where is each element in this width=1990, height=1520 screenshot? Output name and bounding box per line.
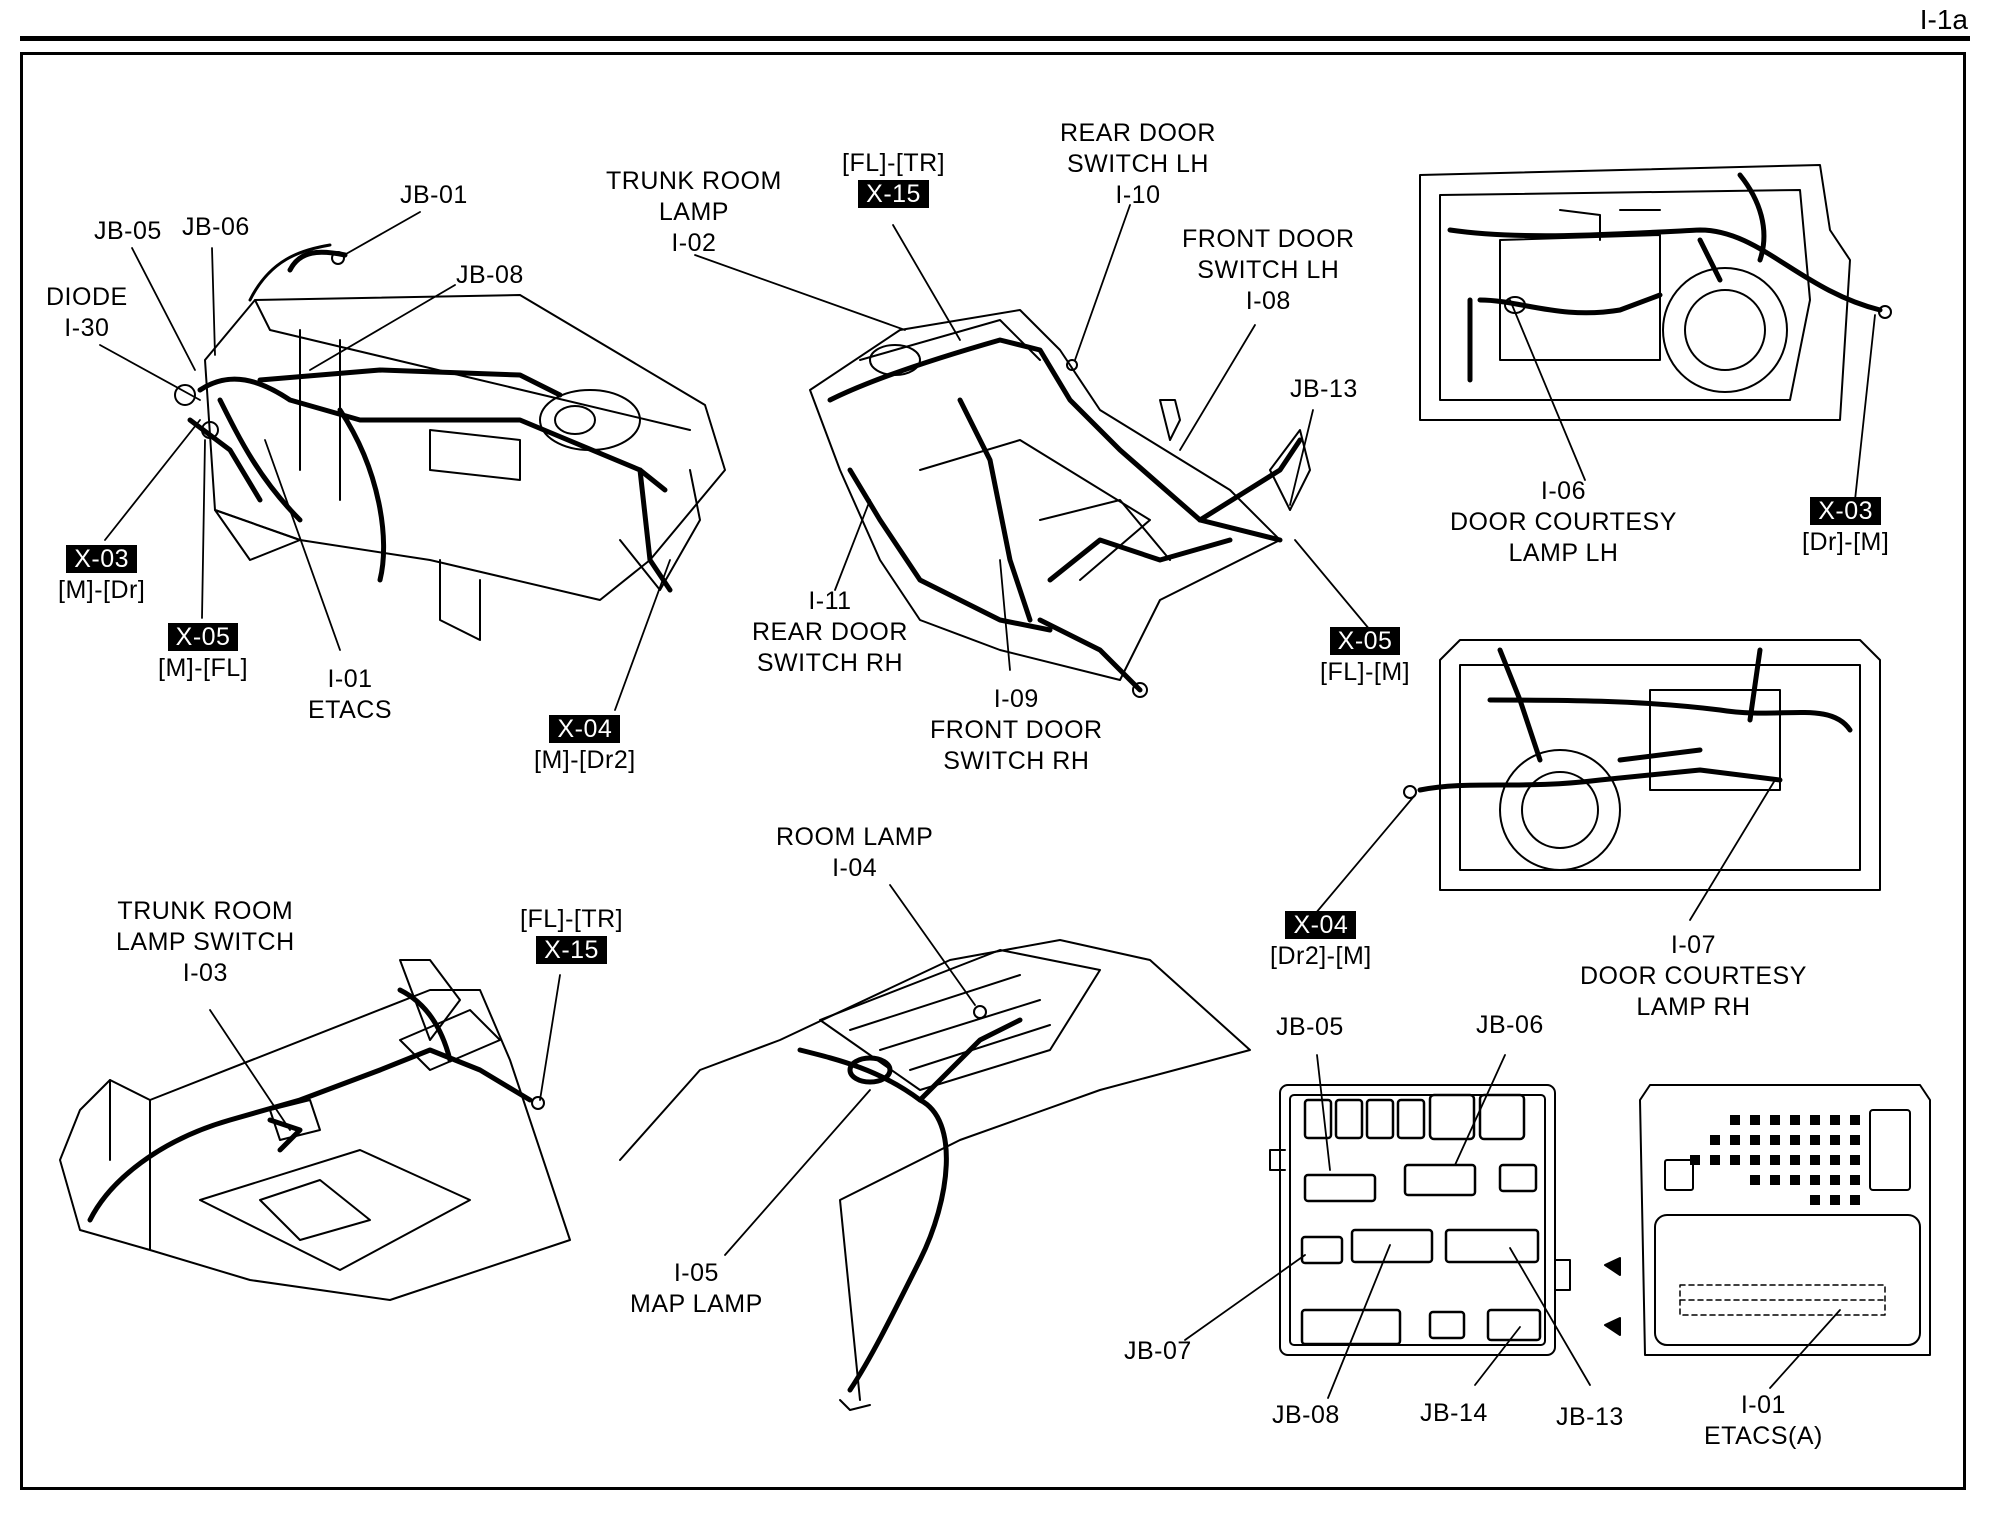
- connector-tag-x03-right: X-03: [1810, 497, 1882, 525]
- label-jb-06-top: JB-06: [182, 213, 250, 241]
- label-jb-06-box: JB-06: [1476, 1011, 1544, 1039]
- label-jb-08-top: JB-08: [456, 261, 524, 289]
- label-rdslh-line2: SWITCH LH: [1066, 150, 1209, 178]
- label-rdslh-line3: I-10: [1115, 181, 1161, 209]
- label-diode-line1: DIODE: [46, 283, 128, 311]
- label-x04-right: X-04 [Dr2]-[M]: [1270, 910, 1372, 972]
- connector-tag-x03-left: X-03: [66, 545, 138, 573]
- label-trunk-room-lamp-line3: I-02: [671, 229, 717, 257]
- label-fdslh-line1: FRONT DOOR: [1182, 225, 1355, 253]
- label-x15-top: [FL]-[TR] X-15: [842, 148, 945, 210]
- label-dclh-line2: DOOR COURTESY: [1450, 508, 1677, 536]
- leader-lines: [99, 204, 1876, 1399]
- label-dcrh-line3: LAMP RH: [1636, 993, 1751, 1021]
- roof-drawing: [619, 939, 1251, 1411]
- connector-pair-x05-right: [FL]-[M]: [1320, 658, 1411, 686]
- label-map-lamp-line2: MAP LAMP: [630, 1290, 763, 1318]
- etacs-module-drawing: [1604, 1084, 1931, 1356]
- label-front-door-switch-rh: I-09 FRONT DOOR SWITCH RH: [930, 684, 1103, 777]
- label-trls-line3: I-03: [182, 959, 228, 987]
- label-i01-etacs: I-01 ETACS: [308, 664, 392, 726]
- label-etacs-a: I-01 ETACS(A): [1704, 1390, 1823, 1452]
- connector-tag-x05-left: X-05: [167, 623, 239, 651]
- dashboard-drawing: [174, 243, 726, 641]
- label-door-courtesy-lamp-rh: I-07 DOOR COURTESY LAMP RH: [1580, 930, 1807, 1023]
- connector-pair-x15-top: [FL]-[TR]: [842, 149, 946, 177]
- label-x03-right: X-03 [Dr]-[M]: [1802, 496, 1889, 558]
- label-i01-line2: ETACS: [308, 696, 392, 724]
- label-etacs-a-line2: ETACS(A): [1704, 1422, 1823, 1450]
- label-map-lamp: I-05 MAP LAMP: [630, 1258, 763, 1320]
- label-trunk-room-lamp: TRUNK ROOM LAMP I-02: [606, 166, 782, 259]
- label-trunk-room-lamp-switch: TRUNK ROOM LAMP SWITCH I-03: [116, 896, 295, 989]
- connector-pair-x03-right: [Dr]-[M]: [1802, 528, 1890, 556]
- label-jb-05-box: JB-05: [1276, 1013, 1344, 1041]
- label-fdsrh-line3: SWITCH RH: [943, 747, 1090, 775]
- label-diode-line2: I-30: [64, 314, 110, 342]
- label-fdsrh-line1: I-09: [993, 685, 1039, 713]
- door-rh-drawing: [1403, 639, 1881, 891]
- junction-box-drawing: [1269, 1084, 1571, 1356]
- label-trunk-room-lamp-line1: TRUNK ROOM: [606, 167, 782, 195]
- trunk-drawing: [59, 959, 571, 1301]
- connector-pair-x03-left: [M]-[Dr]: [58, 576, 146, 604]
- label-dclh-line1: I-06: [1540, 477, 1586, 505]
- label-jb-05-top: JB-05: [94, 217, 162, 245]
- label-etacs-a-line1: I-01: [1740, 1391, 1786, 1419]
- connector-tag-x04-left: X-04: [549, 715, 621, 743]
- label-x05-left: X-05 [M]-[FL]: [158, 622, 248, 684]
- label-map-lamp-line1: I-05: [673, 1259, 719, 1287]
- label-jb-01: JB-01: [400, 181, 468, 209]
- label-jb-07-box: JB-07: [1124, 1337, 1192, 1365]
- page-id: I-1a: [1919, 4, 1968, 35]
- label-x05-right: X-05 [FL]-[M]: [1320, 626, 1410, 688]
- connector-tag-x15-top: X-15: [858, 180, 929, 208]
- label-rdsrh-line3: SWITCH RH: [756, 649, 904, 677]
- label-fdsrh-line2: FRONT DOOR: [930, 716, 1103, 744]
- label-rdsrh-line1: I-11: [808, 587, 852, 615]
- label-dcrh-line2: DOOR COURTESY: [1580, 962, 1807, 990]
- label-rear-door-switch-rh: I-11 REAR DOOR SWITCH RH: [752, 586, 908, 679]
- label-dcrh-line1: I-07: [1670, 931, 1716, 959]
- label-jb-13-top: JB-13: [1290, 375, 1358, 403]
- label-front-door-switch-lh: FRONT DOOR SWITCH LH I-08: [1182, 224, 1355, 317]
- label-rear-door-switch-lh: REAR DOOR SWITCH LH I-10: [1060, 118, 1216, 211]
- label-x03-left: X-03 [M]-[Dr]: [58, 544, 145, 606]
- label-fdslh-line2: SWITCH LH: [1197, 256, 1340, 284]
- label-room-lamp: ROOM LAMP I-04: [776, 822, 933, 884]
- connector-pair-x04-right: [Dr2]-[M]: [1270, 942, 1372, 970]
- etacs-pin-grid: [1690, 1115, 1860, 1205]
- label-trls-line2: LAMP SWITCH: [116, 928, 295, 956]
- diagram-frame: [20, 52, 1966, 1490]
- label-rdsrh-line2: REAR DOOR: [752, 618, 908, 646]
- label-x04-left: X-04 [M]-[Dr2]: [534, 714, 636, 776]
- floor-harness-drawing: [809, 309, 1311, 698]
- connector-pair-x15-bottom: [FL]-[TR]: [520, 905, 624, 933]
- label-room-lamp-line2: I-04: [832, 854, 878, 882]
- label-room-lamp-line1: ROOM LAMP: [776, 823, 934, 851]
- connector-pair-x05-left: [M]-[FL]: [158, 654, 249, 682]
- connector-tag-x05-right: X-05: [1329, 627, 1401, 655]
- label-i01-line1: I-01: [327, 665, 373, 693]
- label-trunk-room-lamp-line2: LAMP: [658, 198, 729, 226]
- label-jb-08-box: JB-08: [1272, 1401, 1340, 1429]
- label-door-courtesy-lamp-lh: I-06 DOOR COURTESY LAMP LH: [1450, 476, 1677, 569]
- label-diode: DIODE I-30: [46, 282, 128, 344]
- label-x15-bottom: [FL]-[TR] X-15: [520, 904, 623, 966]
- connector-tag-x15-bottom: X-15: [536, 936, 607, 964]
- label-rdslh-line1: REAR DOOR: [1060, 119, 1216, 147]
- label-trls-line1: TRUNK ROOM: [117, 897, 294, 925]
- label-fdslh-line3: I-08: [1245, 287, 1291, 315]
- connector-tag-x04-right: X-04: [1285, 911, 1357, 939]
- connector-pair-x04-left: [M]-[Dr2]: [534, 746, 636, 774]
- label-jb-14-box: JB-14: [1420, 1399, 1488, 1427]
- label-jb-13-box: JB-13: [1556, 1403, 1624, 1431]
- label-dclh-line3: LAMP LH: [1508, 539, 1619, 567]
- top-rule: [20, 36, 1970, 41]
- door-lh-drawing: [1419, 164, 1892, 421]
